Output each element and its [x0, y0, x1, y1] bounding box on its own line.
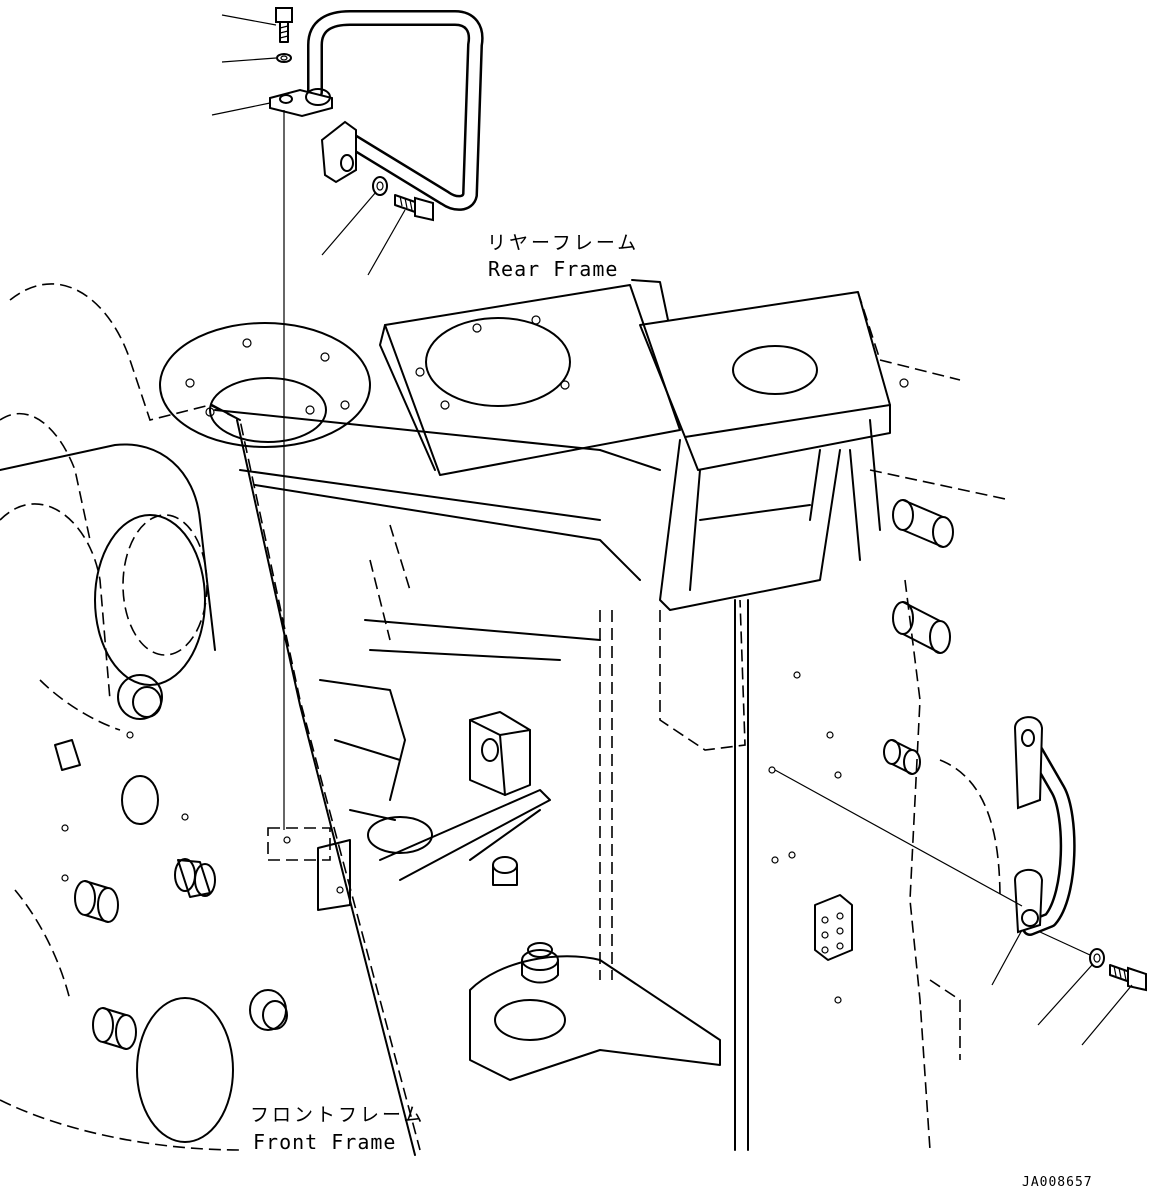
boss-2: [174, 858, 216, 898]
boss-1: [117, 674, 163, 720]
center-post: [319, 524, 853, 1151]
grommet: [521, 942, 559, 984]
front-frame: [0, 283, 421, 1156]
handle-bracket: [267, 827, 351, 911]
drawing-code: JA008657: [1022, 1175, 1093, 1190]
front-frame-label-en: Front Frame: [253, 1130, 397, 1154]
mount-block: [469, 711, 531, 796]
boss-5: [249, 989, 288, 1031]
rear-pin-3: [883, 739, 921, 775]
rear-frame: [159, 279, 1011, 1151]
side-grab-handle: [774, 716, 1147, 1046]
boss-4: [92, 1007, 137, 1050]
grab-handle-bolt: [1109, 964, 1147, 992]
side-bolt: [394, 194, 434, 222]
terminal-block: [814, 894, 853, 961]
rear-pin-2: [892, 601, 951, 654]
rear-pin-1: [892, 499, 954, 548]
front-frame-label-jp: フロントフレーム: [250, 1104, 426, 1126]
upper-handrail: [211, 7, 484, 830]
rear-frame-label-jp: リヤーフレーム: [487, 232, 640, 254]
boss-3: [74, 880, 119, 923]
top-bolt: [275, 7, 293, 43]
rear-frame-label-en: Rear Frame: [488, 257, 619, 281]
